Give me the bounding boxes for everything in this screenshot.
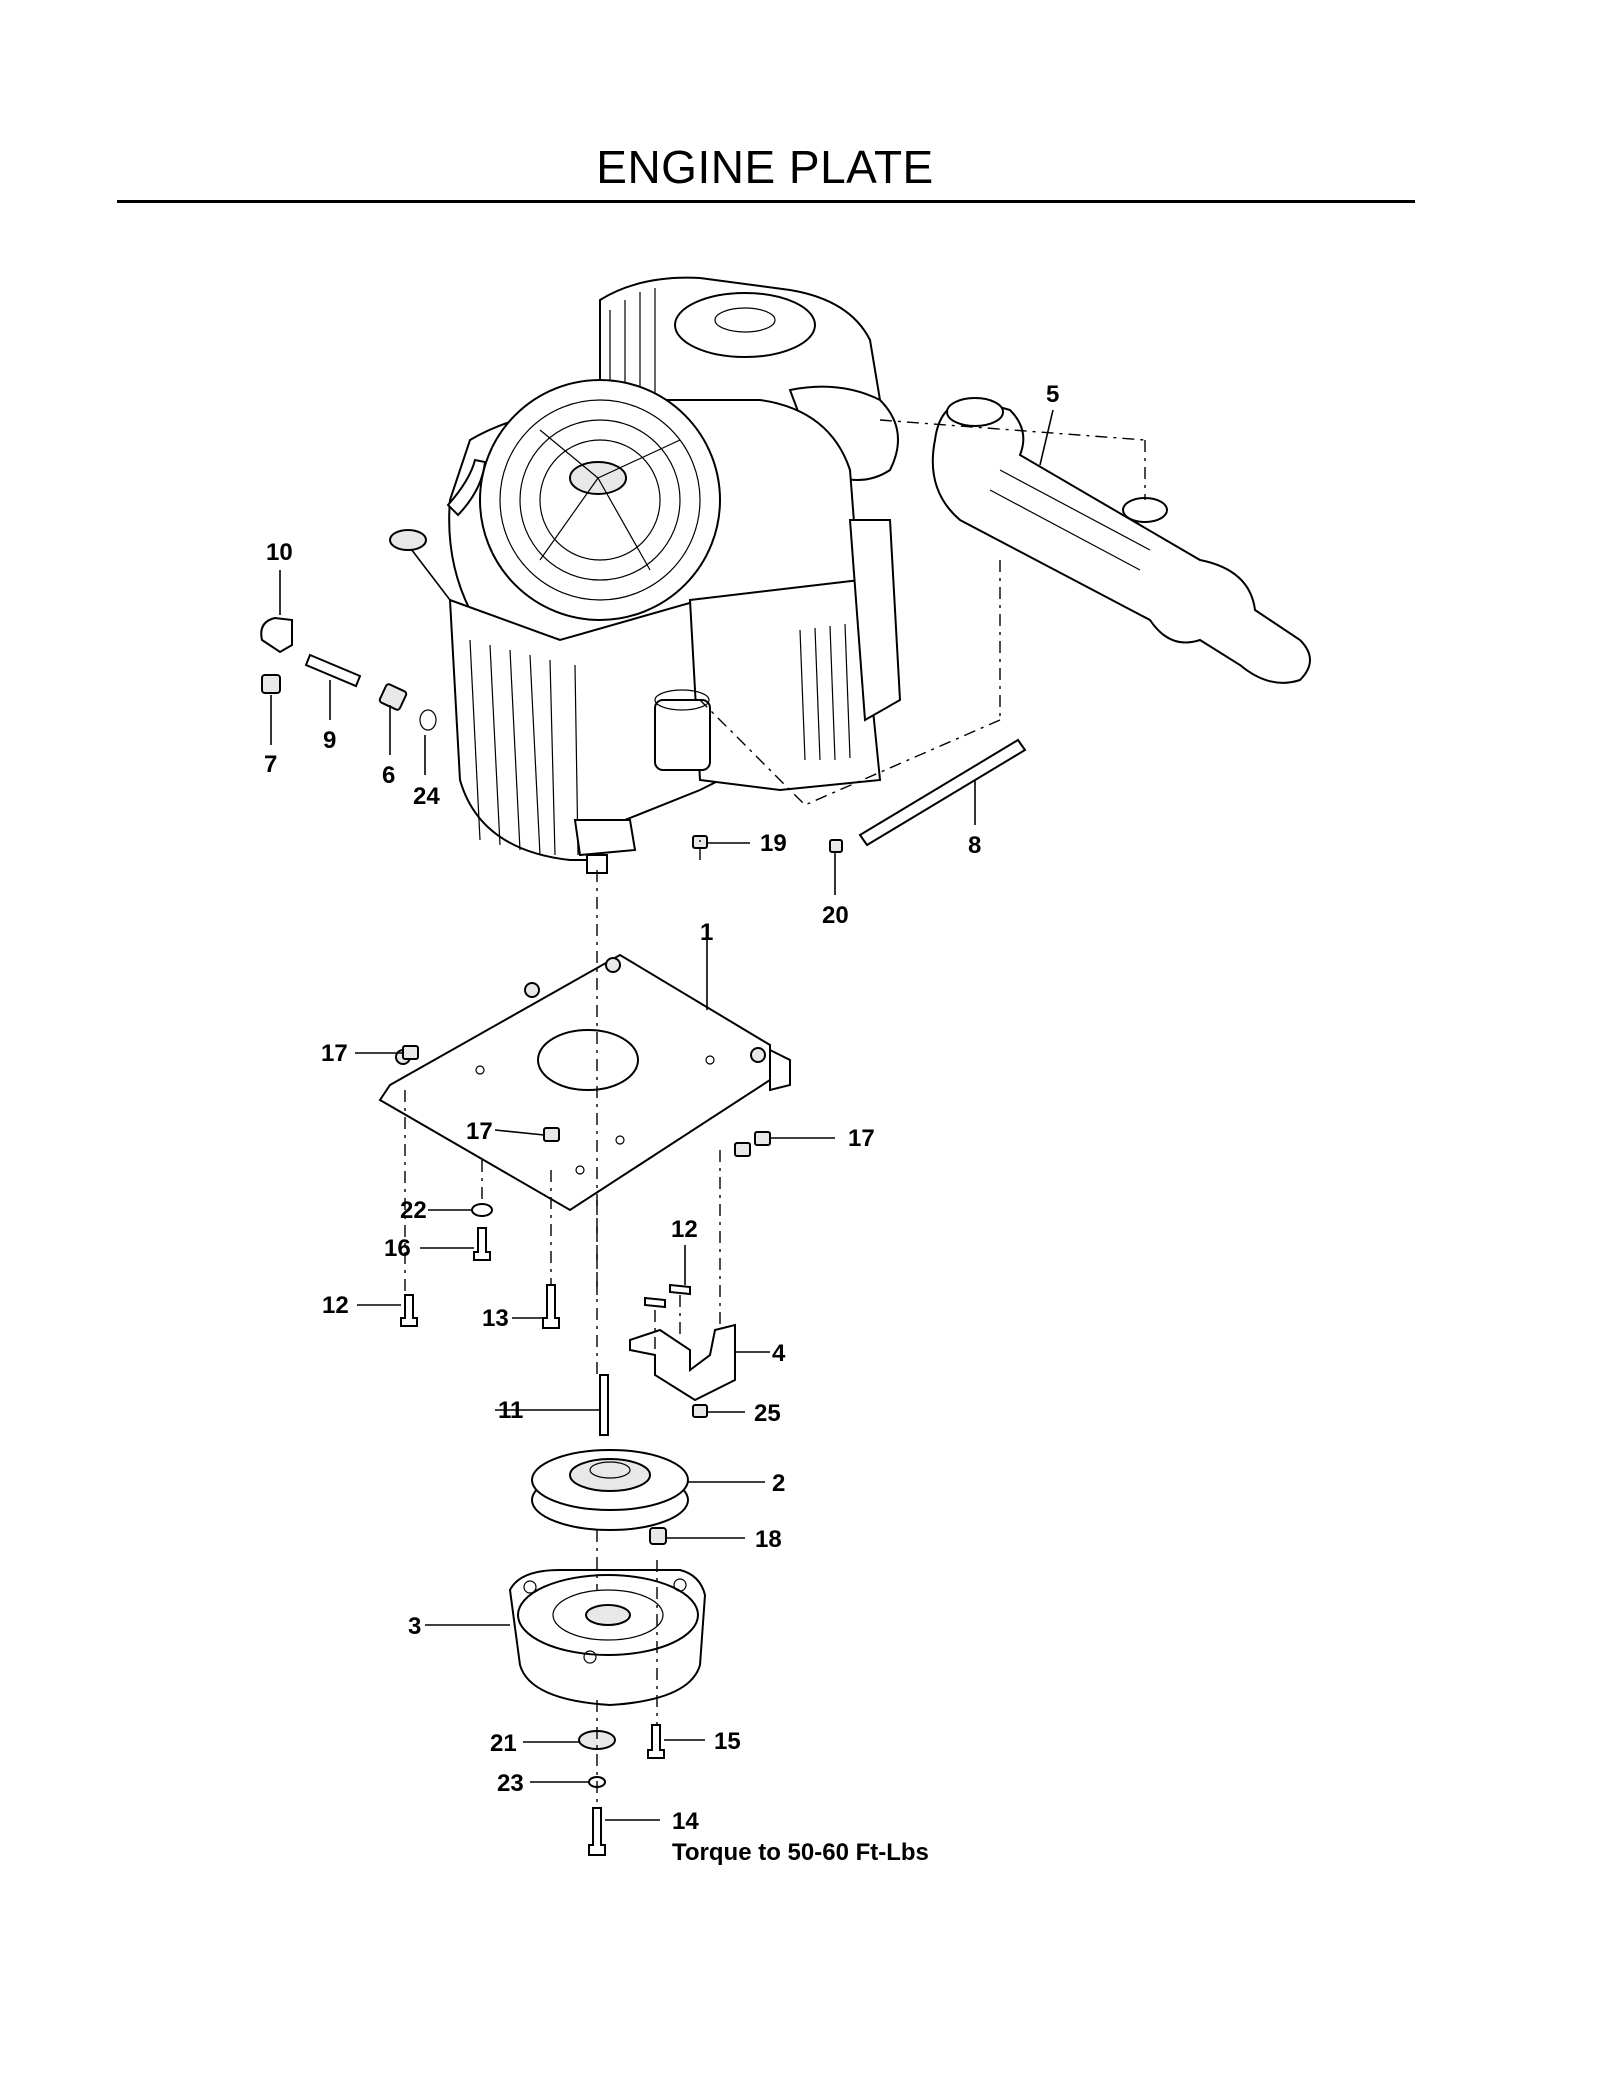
o-ring-part-24 [419, 709, 437, 731]
muffler-part-5 [931, 397, 1311, 684]
callout-23: 23 [497, 1770, 524, 1797]
callout-8: 8 [968, 832, 981, 859]
callout-3: 3 [408, 1613, 421, 1640]
callout-10: 10 [266, 539, 293, 566]
callout-14: 14 [672, 1808, 699, 1835]
washer-part-22 [471, 1203, 493, 1217]
nipple-part-9 [304, 653, 362, 688]
nut-part-18 [649, 1527, 667, 1545]
bolt-part-14 [588, 1807, 606, 1856]
nut-part-25 [692, 1404, 708, 1418]
nut-part-20 [829, 839, 843, 853]
callout-17-right: 17 [848, 1125, 875, 1152]
callout-18: 18 [755, 1526, 782, 1553]
bolt-part-12-right [644, 1296, 666, 1309]
callout-16: 16 [384, 1235, 411, 1262]
clutch-part-3 [508, 1569, 707, 1707]
bolt-part-13 [542, 1284, 560, 1329]
callout-17-mid: 17 [466, 1118, 493, 1145]
nut-part-17-left [402, 1045, 419, 1060]
callout-12-right: 12 [671, 1216, 698, 1243]
callout-labels: 5 10 7 9 6 24 19 8 20 1 17 17 17 22 16 1… [264, 381, 1059, 1866]
callout-2: 2 [772, 1470, 785, 1497]
callout-17-left: 17 [321, 1040, 348, 1067]
leader-lines [270, 409, 1054, 1821]
callout-22: 22 [400, 1197, 427, 1224]
elbow-fitting-part-10 [260, 616, 293, 654]
bolt-part-15 [647, 1724, 665, 1759]
callout-25: 25 [754, 1400, 781, 1427]
callout-21: 21 [490, 1730, 517, 1757]
callout-9: 9 [323, 727, 336, 754]
bolt-part-16 [473, 1227, 491, 1261]
title-rule [117, 200, 1415, 203]
engine-plate-part-1 [378, 953, 791, 1212]
callout-19: 19 [760, 830, 787, 857]
callout-4: 4 [772, 1340, 786, 1367]
pulley-part-2 [531, 1449, 689, 1531]
callout-5: 5 [1046, 381, 1059, 408]
rod-part-8 [858, 738, 1027, 847]
assembly-centerlines [404, 419, 1146, 1808]
page-title: ENGINE PLATE [596, 141, 934, 193]
nut-part-17-right [754, 1131, 771, 1146]
callout-12-left: 12 [322, 1292, 349, 1319]
plug-part-7 [261, 674, 281, 694]
callout-20: 20 [822, 902, 849, 929]
nut-part-17-mid [543, 1127, 560, 1142]
key-part-11 [599, 1374, 609, 1436]
callout-6: 6 [382, 762, 395, 789]
bracket-part-4 [629, 1323, 736, 1402]
engine-assembly [389, 276, 902, 874]
torque-note: Torque to 50-60 Ft-Lbs [672, 1839, 929, 1866]
callout-24: 24 [413, 783, 440, 810]
callout-7: 7 [264, 751, 277, 778]
callout-11: 11 [498, 1397, 523, 1424]
bolt-part-12-left [400, 1294, 418, 1327]
callout-15: 15 [714, 1728, 741, 1755]
adapter-part-6 [378, 683, 408, 711]
callout-13: 13 [482, 1305, 509, 1332]
callout-1: 1 [700, 919, 713, 946]
